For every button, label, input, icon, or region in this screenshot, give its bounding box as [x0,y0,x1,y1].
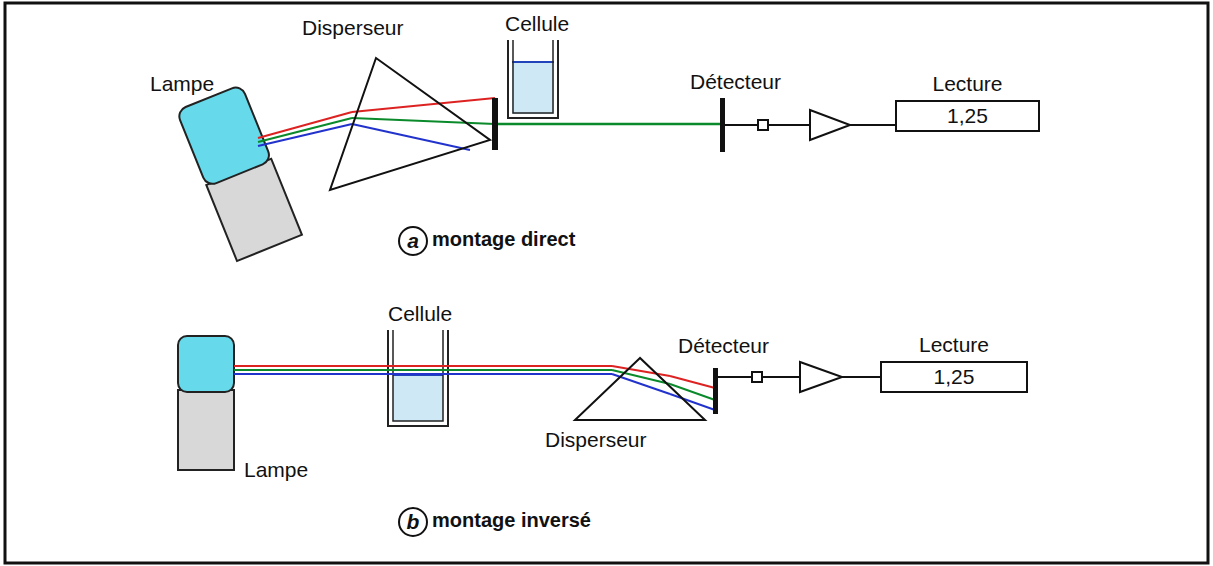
setup-caption: montage inversé [432,509,591,531]
panel-letter: a [398,226,428,256]
part-label: Disperseur [545,428,647,451]
setup-caption: montage direct [432,228,575,250]
part-label: Lampe [244,458,308,481]
part-label: Détecteur [690,70,781,93]
part-label: Disperseur [302,16,404,39]
readout-box: Lecture1,25 [880,361,1028,393]
part-label: Cellule [505,12,569,35]
readout-value: 1,25 [947,104,988,128]
readout-title: Lecture [919,333,989,357]
panel-letter-text: a [407,229,419,253]
readout-box: Lecture1,25 [895,100,1040,132]
part-label: Cellule [388,302,452,325]
readout-title: Lecture [932,72,1002,96]
readout-value: 1,25 [934,365,975,389]
panel-letter: b [398,507,428,537]
panel-letter-text: b [407,510,420,534]
part-label: Détecteur [678,334,769,357]
part-label: Lampe [150,72,214,95]
